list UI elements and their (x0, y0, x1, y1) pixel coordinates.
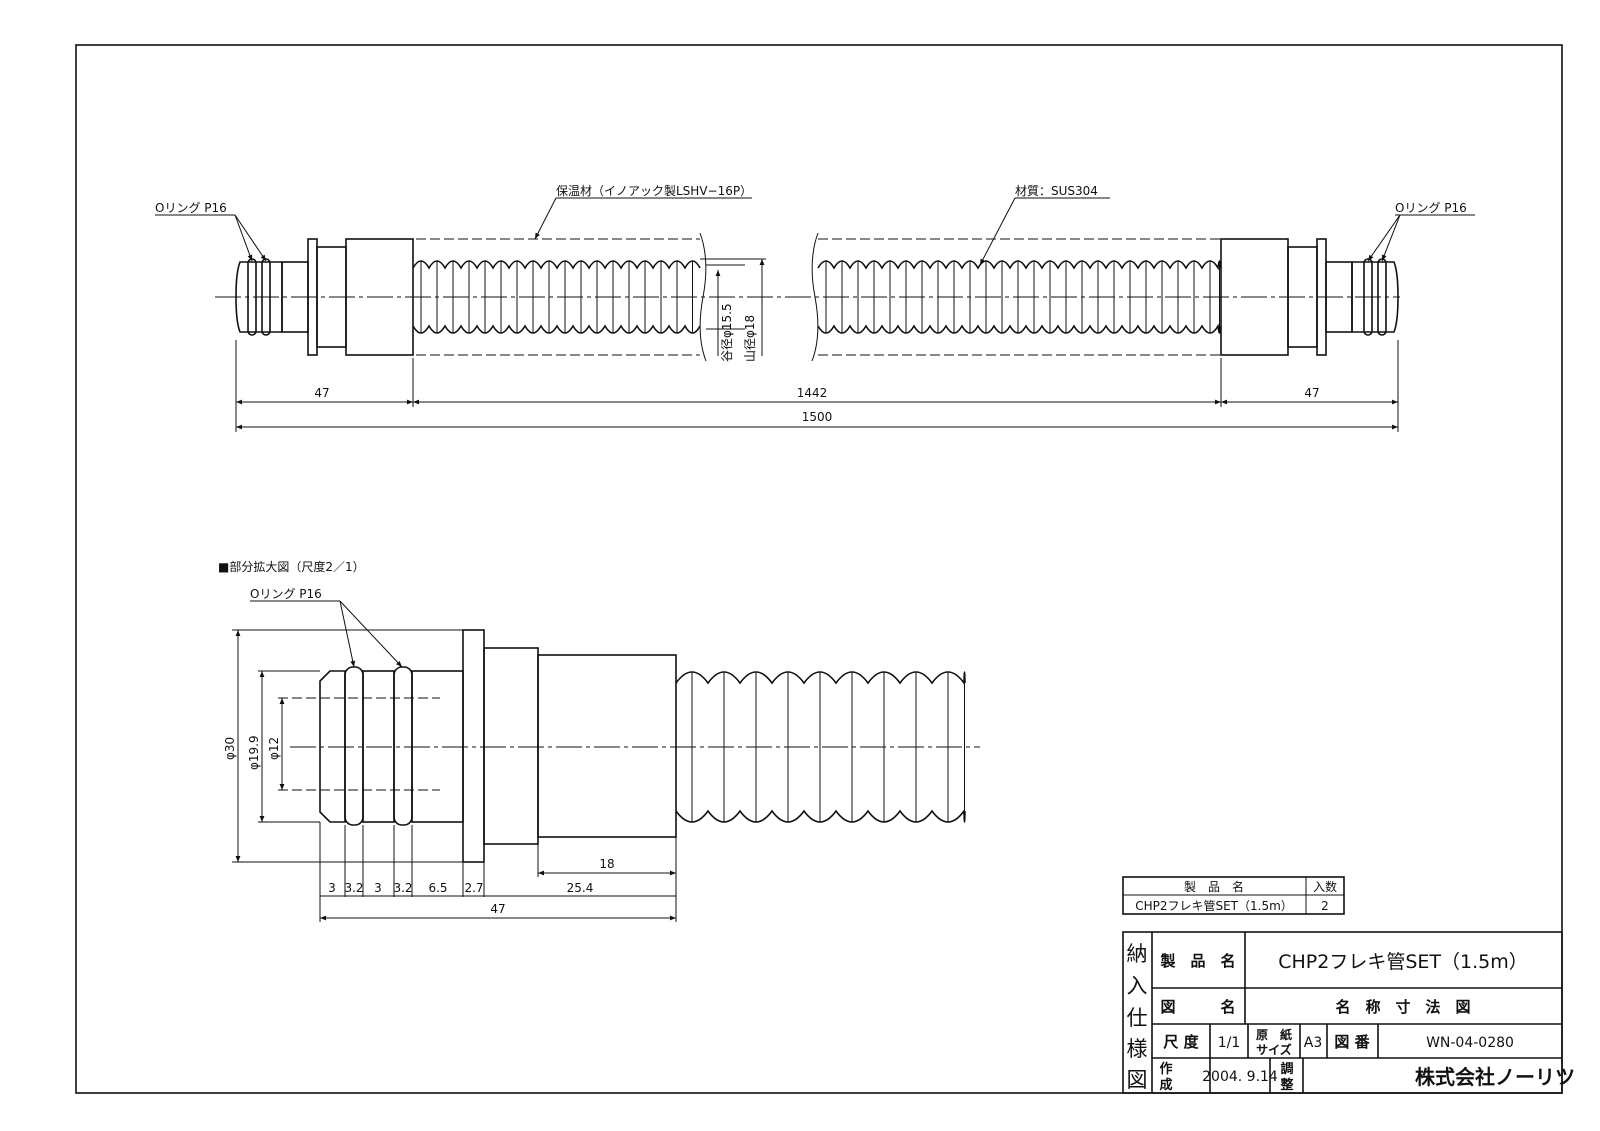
material-label: 材質：SUS304 (1015, 183, 1098, 198)
paper-label-2: サイズ (1256, 1042, 1292, 1057)
detail-corrugated-hose (675, 671, 966, 823)
dim-3-b: 3 (374, 881, 382, 895)
oring-left-label: Oリング P16 (155, 201, 227, 215)
corrugated-hose-left (412, 260, 701, 334)
dim-32-b: 3.2 (393, 881, 412, 895)
dia-199-label: φ19.9 (247, 735, 261, 770)
root-dia-label: 谷径φ15.5 (720, 303, 734, 362)
parts-table: 製 品 名 入数 CHP2フレキ管SET（1.5m） 2 (1122, 876, 1345, 915)
made-label-1: 作 (1159, 1061, 1172, 1077)
detail-view: ■部分拡大図（尺度2／1） Oリング P16 φ30 φ19.9 φ12 (218, 559, 980, 922)
break-line-left (699, 232, 707, 362)
scale-value: 1/1 (1218, 1035, 1241, 1051)
dim-3-a: 3 (328, 881, 336, 895)
vertical-label-1: 納 (1127, 942, 1148, 966)
sheet-border (75, 44, 1563, 1094)
parts-row-name: CHP2フレキ管SET（1.5m） (1135, 898, 1293, 913)
dim-1442: 1442 (797, 386, 828, 400)
oring-left-2 (261, 258, 271, 336)
adjust-label-1: 調 (1280, 1061, 1293, 1077)
detail-oring-label: Oリング P16 (250, 587, 322, 601)
number-value: WN-04-0280 (1426, 1035, 1514, 1051)
break-line-right (811, 232, 819, 362)
vertical-label-2: 入 (1127, 974, 1148, 998)
paper-label-1: 原 紙 (1256, 1027, 1292, 1042)
detail-oring-1 (344, 666, 364, 826)
drawing-value: 名 称 寸 法 図 (1335, 998, 1470, 1016)
product-value: CHP2フレキ管SET（1.5m） (1278, 951, 1528, 973)
dim-1500: 1500 (802, 410, 833, 424)
dim-65: 6.5 (428, 881, 447, 895)
dim-32-a: 3.2 (344, 881, 363, 895)
number-label: 図 番 (1334, 1033, 1370, 1051)
drawing-label: 図 名 (1160, 998, 1235, 1016)
dia-30-label: φ30 (223, 737, 237, 760)
detail-dim-47: 47 (490, 902, 505, 916)
detail-oring-2 (393, 666, 413, 826)
main-view: 谷径φ15.5 山径φ18 Oリング P16 Oリング P16 保温材（イノアッ… (155, 183, 1475, 432)
detail-flange (462, 629, 485, 863)
product-label: 製 品 名 (1159, 952, 1235, 970)
scale-label: 尺 度 (1163, 1033, 1199, 1051)
dim-left-47: 47 (314, 386, 329, 400)
title-block: 納 入 仕 様 図 製 品 名 CHP2フレキ管SET（1.5m） 図 名 名 … (1122, 931, 1575, 1094)
made-value: 2004. 9.14 (1202, 1069, 1278, 1085)
dim-right-47: 47 (1304, 386, 1319, 400)
detail-title: ■部分拡大図（尺度2／1） (218, 559, 365, 574)
parts-header-qty: 入数 (1313, 879, 1337, 894)
company-logo-text: 株式会社ノーリツ (1415, 1065, 1575, 1089)
vertical-label-4: 様 (1127, 1037, 1148, 1061)
dim-254: 25.4 (567, 881, 594, 895)
corrugated-hose-right (817, 260, 1222, 334)
dim-27: 2.7 (464, 881, 483, 895)
left-fitting (235, 238, 414, 356)
vertical-label-3: 仕 (1127, 1006, 1148, 1030)
oring-right-label: Oリング P16 (1395, 201, 1467, 215)
parts-row-qty: 2 (1321, 899, 1329, 913)
adjust-label-2: 整 (1279, 1077, 1294, 1093)
paper-value: A3 (1304, 1035, 1322, 1051)
dim-18: 18 (599, 857, 614, 871)
insulation-label: 保温材（イノアック製LSHV−16P） (556, 184, 752, 198)
dia-12-label: φ12 (267, 737, 281, 760)
made-label-2: 成 (1159, 1077, 1172, 1093)
parts-header-name: 製 品 名 (1184, 879, 1244, 894)
vertical-label-5: 図 (1127, 1068, 1148, 1092)
crest-dia-label: 山径φ18 (743, 315, 757, 362)
